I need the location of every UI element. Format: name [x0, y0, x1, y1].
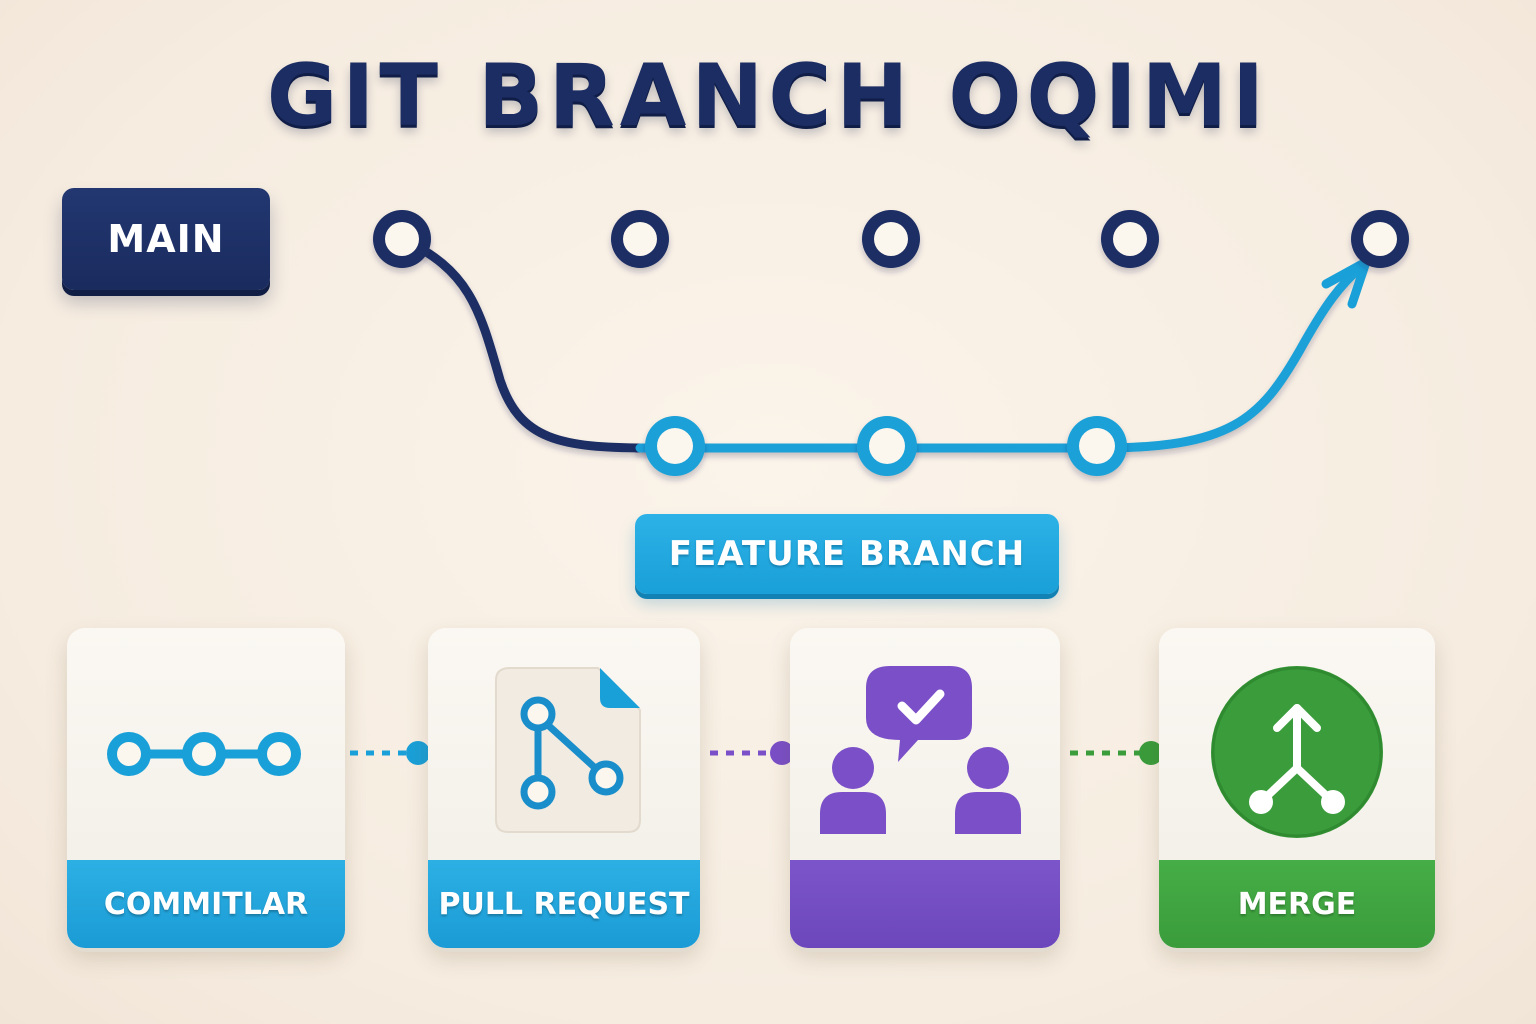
branch-graph	[263, 210, 1409, 476]
main-commit-3	[862, 210, 920, 268]
feature-commit-3	[1067, 416, 1127, 476]
commits-icon	[107, 732, 301, 776]
main-branch-label: MAIN	[62, 188, 270, 290]
step-card-code-review	[790, 628, 1060, 948]
feature-branch-label: FEATURE BRANCH	[635, 514, 1059, 594]
pull-request-icon	[495, 667, 641, 833]
feature-branch-line	[635, 261, 1367, 453]
feature-commit-2	[857, 416, 917, 476]
step-label-pull-request: PULL REQUEST	[428, 860, 700, 948]
main-commit-2	[611, 210, 669, 268]
merge-icon	[1211, 666, 1383, 838]
step-label-review	[790, 860, 1060, 948]
connector-1	[350, 741, 430, 765]
code-review-icon	[820, 666, 1021, 834]
main-commit-4	[1101, 210, 1159, 268]
connector-3	[1070, 741, 1163, 765]
branch-off-curve	[397, 234, 655, 453]
step-label-merge: MERGE	[1159, 860, 1435, 948]
step-card-merge: MERGE	[1159, 628, 1435, 948]
main-commit-5	[1351, 210, 1409, 268]
diagram-title: GIT BRANCH OQIMI	[266, 46, 1270, 146]
feature-commit-1	[645, 416, 705, 476]
step-card-pull-request: PULL REQUEST	[428, 628, 700, 948]
connector-2	[710, 741, 794, 765]
step-card-commits: COMMITLAR	[67, 628, 345, 948]
main-commit-1	[373, 210, 431, 268]
step-label-commits: COMMITLAR	[67, 860, 345, 948]
